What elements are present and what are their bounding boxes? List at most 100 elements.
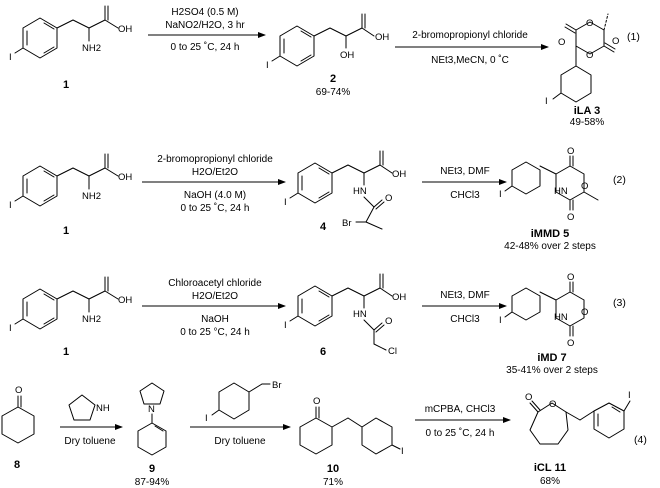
- condition-line: 0 to 25 ˚C, 24 h: [181, 202, 250, 214]
- compound-number: 1: [63, 79, 69, 91]
- compound-name-label: iCL 11: [534, 462, 566, 474]
- yield-label: 35-41% over 2 steps: [506, 365, 598, 376]
- atom-amide: HN: [353, 309, 367, 320]
- condition-line: Chloroacetyl chloride: [168, 278, 262, 289]
- atom-iodine: I: [284, 197, 287, 208]
- atom-oxygen: O: [567, 146, 574, 157]
- reaction-1: I OH NH2 1 H2SO4 (0.5 M) NaNO2/H2O, 3 hr…: [9, 5, 640, 128]
- atom-chlorine: Cl: [388, 346, 397, 357]
- atom-oxygen: O: [581, 307, 588, 318]
- bromide-reagent: Br I: [205, 380, 282, 424]
- atom-iodine: I: [628, 390, 631, 401]
- reaction-3: I OH NH2 1 Chloroacetyl chloride H2O/Et2…: [9, 272, 626, 376]
- compound-4-structure: I OH HN O Br: [284, 150, 406, 230]
- reaction-4: O 8 NH Dry toluene N 9 87-94% Br I Dry t…: [1, 380, 647, 488]
- atom-amine: NH2: [82, 314, 101, 325]
- condition-line: 2-bromopropionyl chloride: [157, 154, 273, 165]
- compound-name-label: iMD 7: [537, 352, 566, 364]
- condition-line: 2-bromopropionyl chloride: [412, 30, 528, 41]
- compound-name: iMMD: [531, 228, 560, 240]
- atom-amine: NH2: [82, 191, 101, 202]
- yield-label: 49-58%: [570, 117, 605, 128]
- compound-1-structure: I OH NH2: [9, 5, 132, 63]
- atom-oxygen: O: [525, 392, 532, 403]
- compound-name: iLA: [574, 105, 592, 117]
- compound-number: 11: [554, 462, 566, 474]
- atom-iodine: I: [9, 323, 12, 334]
- equation-number: (3): [613, 297, 626, 309]
- reaction-2: I OH NH2 1 2-bromopropionyl chloride H2O…: [9, 146, 626, 252]
- atom-amide: HN: [353, 186, 367, 197]
- atom-amine: NH: [96, 403, 110, 414]
- compound-7-structure: O HN O O I: [499, 272, 588, 349]
- atom-oxygen: O: [567, 338, 574, 349]
- atom-iodine: I: [9, 200, 12, 211]
- compound-number: 1: [63, 225, 69, 237]
- condition-line: CHCl3: [450, 190, 480, 201]
- atom-oxygen: O: [581, 181, 588, 192]
- yield-label: 69-74%: [316, 87, 351, 98]
- condition-line: Dry toluene: [64, 436, 116, 447]
- condition-line: NaOH: [201, 314, 229, 325]
- atom-oxygen: O: [567, 272, 574, 283]
- condition-line: NEt3, DMF: [440, 290, 489, 301]
- atom-iodine: I: [205, 413, 208, 424]
- atom-hydroxyl: OH: [118, 295, 132, 306]
- compound-number: 6: [320, 346, 326, 358]
- compound-number: 1: [63, 346, 69, 358]
- atom-bromine: Br: [342, 218, 352, 229]
- atom-iodine: I: [401, 446, 404, 457]
- atom-oxygen: O: [385, 193, 392, 204]
- compound-9-structure: N: [137, 382, 167, 456]
- compound-6-structure: I OH HN O Cl: [284, 273, 406, 357]
- atom-oxygen: O: [586, 50, 593, 61]
- atom-hydroxyl: OH: [340, 50, 354, 61]
- compound-name: iCL: [534, 462, 552, 474]
- compound-11-structure: O O I: [525, 390, 631, 445]
- yield-label: 71%: [323, 477, 343, 488]
- yield-label: 87-94%: [135, 477, 170, 488]
- atom-iodine: I: [266, 60, 269, 71]
- atom-oxygen: O: [549, 399, 556, 410]
- pyrrolidine-reagent: NH: [68, 394, 110, 421]
- compound-number: 8: [14, 459, 20, 471]
- compound-number: 10: [327, 463, 339, 475]
- atom-amine: HN: [554, 186, 568, 197]
- condition-line: 0 to 25 °C, 24 h: [180, 327, 250, 338]
- compound-8-structure: O: [1, 385, 35, 444]
- compound-1-structure: I OH NH2: [9, 276, 132, 334]
- compound-number: 2: [330, 73, 336, 85]
- compound-name: iMD: [537, 352, 557, 364]
- atom-iodine: I: [9, 52, 12, 63]
- atom-iodine: I: [499, 189, 502, 200]
- atom-amine: HN: [554, 312, 568, 323]
- condition-line: 0 to 25 ˚C, 24 h: [426, 427, 495, 439]
- compound-1-structure: I OH NH2: [9, 153, 132, 211]
- compound-5-structure: O HN O O I: [499, 146, 599, 223]
- condition-line: NaNO2/H2O, 3 hr: [165, 20, 245, 31]
- condition-line: Dry toluene: [214, 436, 266, 447]
- atom-oxygen: O: [15, 385, 22, 396]
- condition-line: H2O/Et2O: [192, 291, 238, 302]
- atom-bromine: Br: [272, 380, 282, 391]
- atom-oxygen: O: [567, 212, 574, 223]
- compound-name-label: iMMD 5: [531, 228, 570, 240]
- condition-line: mCPBA, CHCl3: [425, 404, 496, 415]
- atom-hydroxyl: OH: [375, 32, 389, 43]
- compound-number: 4: [320, 221, 327, 233]
- yield-label: 68%: [540, 476, 560, 487]
- compound-number: 3: [594, 105, 600, 117]
- atom-iodine: I: [545, 96, 548, 107]
- compound-number: 5: [563, 228, 569, 240]
- condition-line: NEt3,MeCN, 0 ˚C: [431, 54, 509, 66]
- compound-name-label: iLA 3: [574, 105, 601, 117]
- atom-iodine: I: [284, 320, 287, 331]
- atom-hydroxyl: OH: [392, 169, 406, 180]
- condition-line: H2SO4 (0.5 M): [171, 7, 238, 18]
- atom-oxygen: O: [385, 316, 392, 327]
- equation-number: (4): [634, 434, 647, 446]
- compound-number: 9: [149, 463, 155, 475]
- atom-nitrogen: N: [148, 404, 155, 415]
- condition-line: NaOH (4.0 M): [184, 190, 246, 201]
